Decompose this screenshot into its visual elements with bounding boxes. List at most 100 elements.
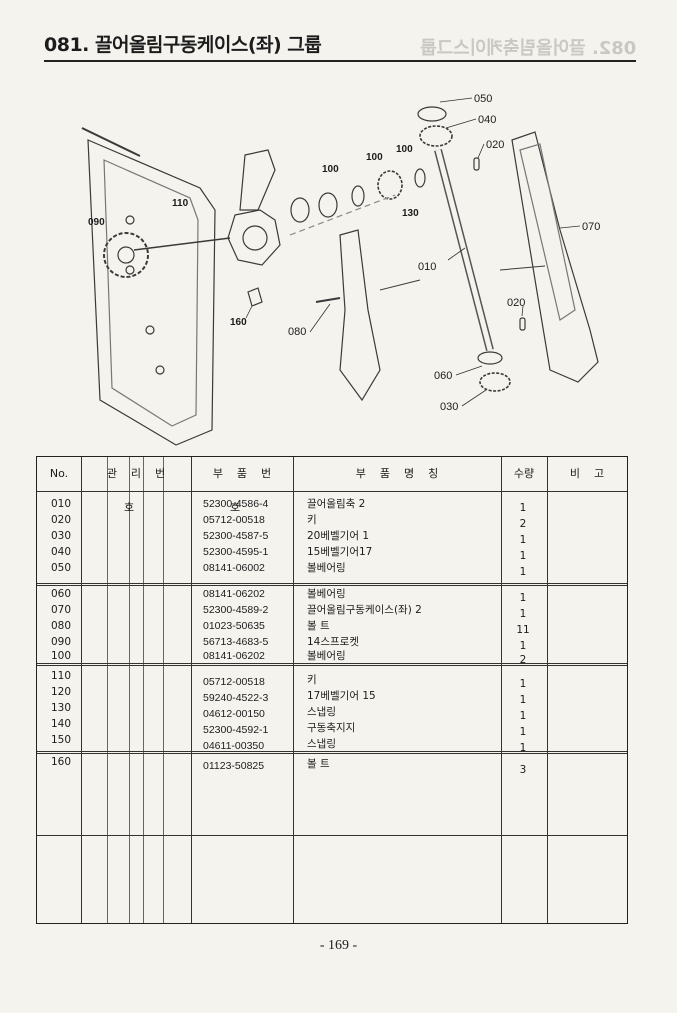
row-130-name: 스냅링: [307, 706, 336, 718]
frame-plate-inner: [103, 159, 199, 427]
callout-160: 160: [230, 317, 247, 328]
row-070-no: 070: [51, 604, 72, 616]
row-100-part-no: 08141-06202: [203, 650, 265, 662]
row-050-no: 050: [51, 562, 72, 574]
callout-090: 090: [88, 217, 105, 228]
row-040-part-no: 52300-4595-1: [203, 546, 269, 558]
callout-010: 010: [418, 261, 436, 273]
row-030-part-no: 52300-4587-5: [203, 530, 269, 542]
row-120-no: 120: [51, 686, 72, 698]
snap-ring: [351, 185, 365, 207]
frame-plate: [87, 139, 216, 446]
row-060-part-no: 08141-06202: [203, 588, 265, 600]
bearing: [290, 197, 310, 223]
row-090-part-no: 56713-4683-5: [203, 636, 269, 648]
row-070-qty: 1: [519, 608, 527, 620]
row-160-part-no: 01123-50825: [203, 760, 265, 772]
row-020-name: 키: [307, 514, 317, 526]
row-020-no: 020: [51, 514, 72, 526]
row-140-part-no: 52300-4592-1: [203, 724, 269, 736]
row-090-no: 090: [51, 636, 72, 648]
row-030-no: 030: [51, 530, 72, 542]
bearing-bottom: [477, 351, 503, 365]
row-130-qty: 1: [519, 710, 527, 722]
bevel-gear-bottom: [479, 372, 511, 392]
bevel-gear: [377, 170, 403, 200]
callout-060: 060: [434, 370, 452, 382]
callout-100-b: 100: [366, 152, 383, 163]
page-number: - 169 -: [319, 938, 358, 953]
row-010-qty: 1: [519, 502, 527, 514]
callout-050: 050: [474, 93, 492, 105]
row-040-name: 15베벨기어17: [307, 546, 373, 558]
callout-030: 030: [440, 401, 458, 413]
row-120-part-no: 59240-4522-3: [203, 692, 269, 704]
row-070-part-no: 52300-4589-2: [203, 604, 269, 616]
row-010-no: 010: [51, 498, 72, 510]
bearing: [318, 192, 338, 218]
diagram-callouts: 050 040 020 070 010 020 060 030 080 160 …: [88, 93, 600, 413]
parts-table: No. 관리번호 부품번호 부품명칭 수량 비고 010 52300-4586-…: [36, 456, 628, 924]
row-100-no: 100: [51, 650, 72, 662]
row-120-qty: 1: [519, 694, 527, 706]
bleed-through-title: 082. 끌어올림축케이스그룹: [420, 38, 637, 59]
row-100-name: 볼베어링: [307, 650, 346, 662]
bevel-gear-top: [419, 125, 453, 147]
row-140-no: 140: [51, 718, 72, 730]
row-020-qty: 2: [519, 518, 527, 530]
page-title: 081. 끌어올림구동케이스(좌) 그룹: [44, 34, 322, 56]
row-130-no: 130: [51, 702, 72, 714]
row-090-qty: 1: [519, 640, 527, 652]
row-140-name: 구동축지지: [307, 722, 356, 734]
header-part-no: 부품번호: [212, 467, 286, 514]
row-080-name: 볼 트: [307, 620, 330, 632]
row-050-part-no: 08141-06002: [203, 562, 265, 574]
row-060-no: 060: [51, 588, 72, 600]
callout-040: 040: [478, 114, 496, 126]
row-150-no: 150: [51, 734, 72, 746]
row-160-qty: 3: [519, 764, 527, 776]
row-130-part-no: 04612-00150: [203, 708, 265, 720]
callout-110: 110: [172, 198, 189, 209]
row-060-qty: 1: [519, 592, 527, 604]
bearing-top: [417, 106, 447, 122]
row-100-qty: 2: [519, 654, 527, 666]
row-160-name: 볼 트: [307, 758, 330, 770]
row-060-name: 볼베어링: [307, 588, 346, 600]
row-150-part-no: 04611-00350: [203, 740, 265, 752]
drive-case-left-housing: [511, 131, 599, 383]
header-quantity: 수량: [513, 467, 535, 480]
header-management-no: 관리번호: [106, 467, 180, 514]
bolt: [247, 287, 263, 307]
row-030-name: 20베벨기어 1: [307, 530, 370, 542]
drive-case: [227, 209, 281, 266]
row-070-name: 끌어올림구동케이스(좌) 2: [307, 604, 422, 616]
row-150-qty: 1: [519, 742, 527, 754]
row-050-qty: 1: [519, 566, 527, 578]
sprocket: [103, 232, 149, 278]
callout-080: 080: [288, 326, 306, 338]
row-080-qty: 11: [516, 624, 530, 636]
exploded-parts-diagram: 050 040 020 070 010 020 060 030 080 160 …: [81, 93, 600, 446]
header-part-name: 부품명칭: [355, 467, 453, 480]
row-020-part-no: 05712-00518: [203, 514, 265, 526]
row-080-no: 080: [51, 620, 72, 632]
callout-020-bottom: 020: [507, 297, 525, 309]
row-090-name: 14스프로켓: [307, 636, 360, 648]
row-150-name: 스냅링: [307, 738, 336, 750]
row-010-name: 끌어올림축 2: [307, 498, 366, 510]
row-140-qty: 1: [519, 726, 527, 738]
row-110-no: 110: [51, 670, 72, 682]
callout-070: 070: [582, 221, 600, 233]
title-rule: [44, 60, 636, 62]
row-050-name: 볼베어링: [307, 562, 346, 574]
callout-100-c: 100: [396, 144, 413, 155]
row-110-qty: 1: [519, 678, 527, 690]
callout-130: 130: [402, 208, 419, 219]
row-110-part-no: 05712-00518: [203, 676, 265, 688]
callout-020-top: 020: [486, 139, 504, 151]
row-120-name: 17베벨기어 15: [307, 690, 376, 702]
row-110-name: 키: [307, 674, 317, 686]
header-no: No.: [49, 467, 69, 480]
header-remarks: 비고: [569, 467, 619, 480]
